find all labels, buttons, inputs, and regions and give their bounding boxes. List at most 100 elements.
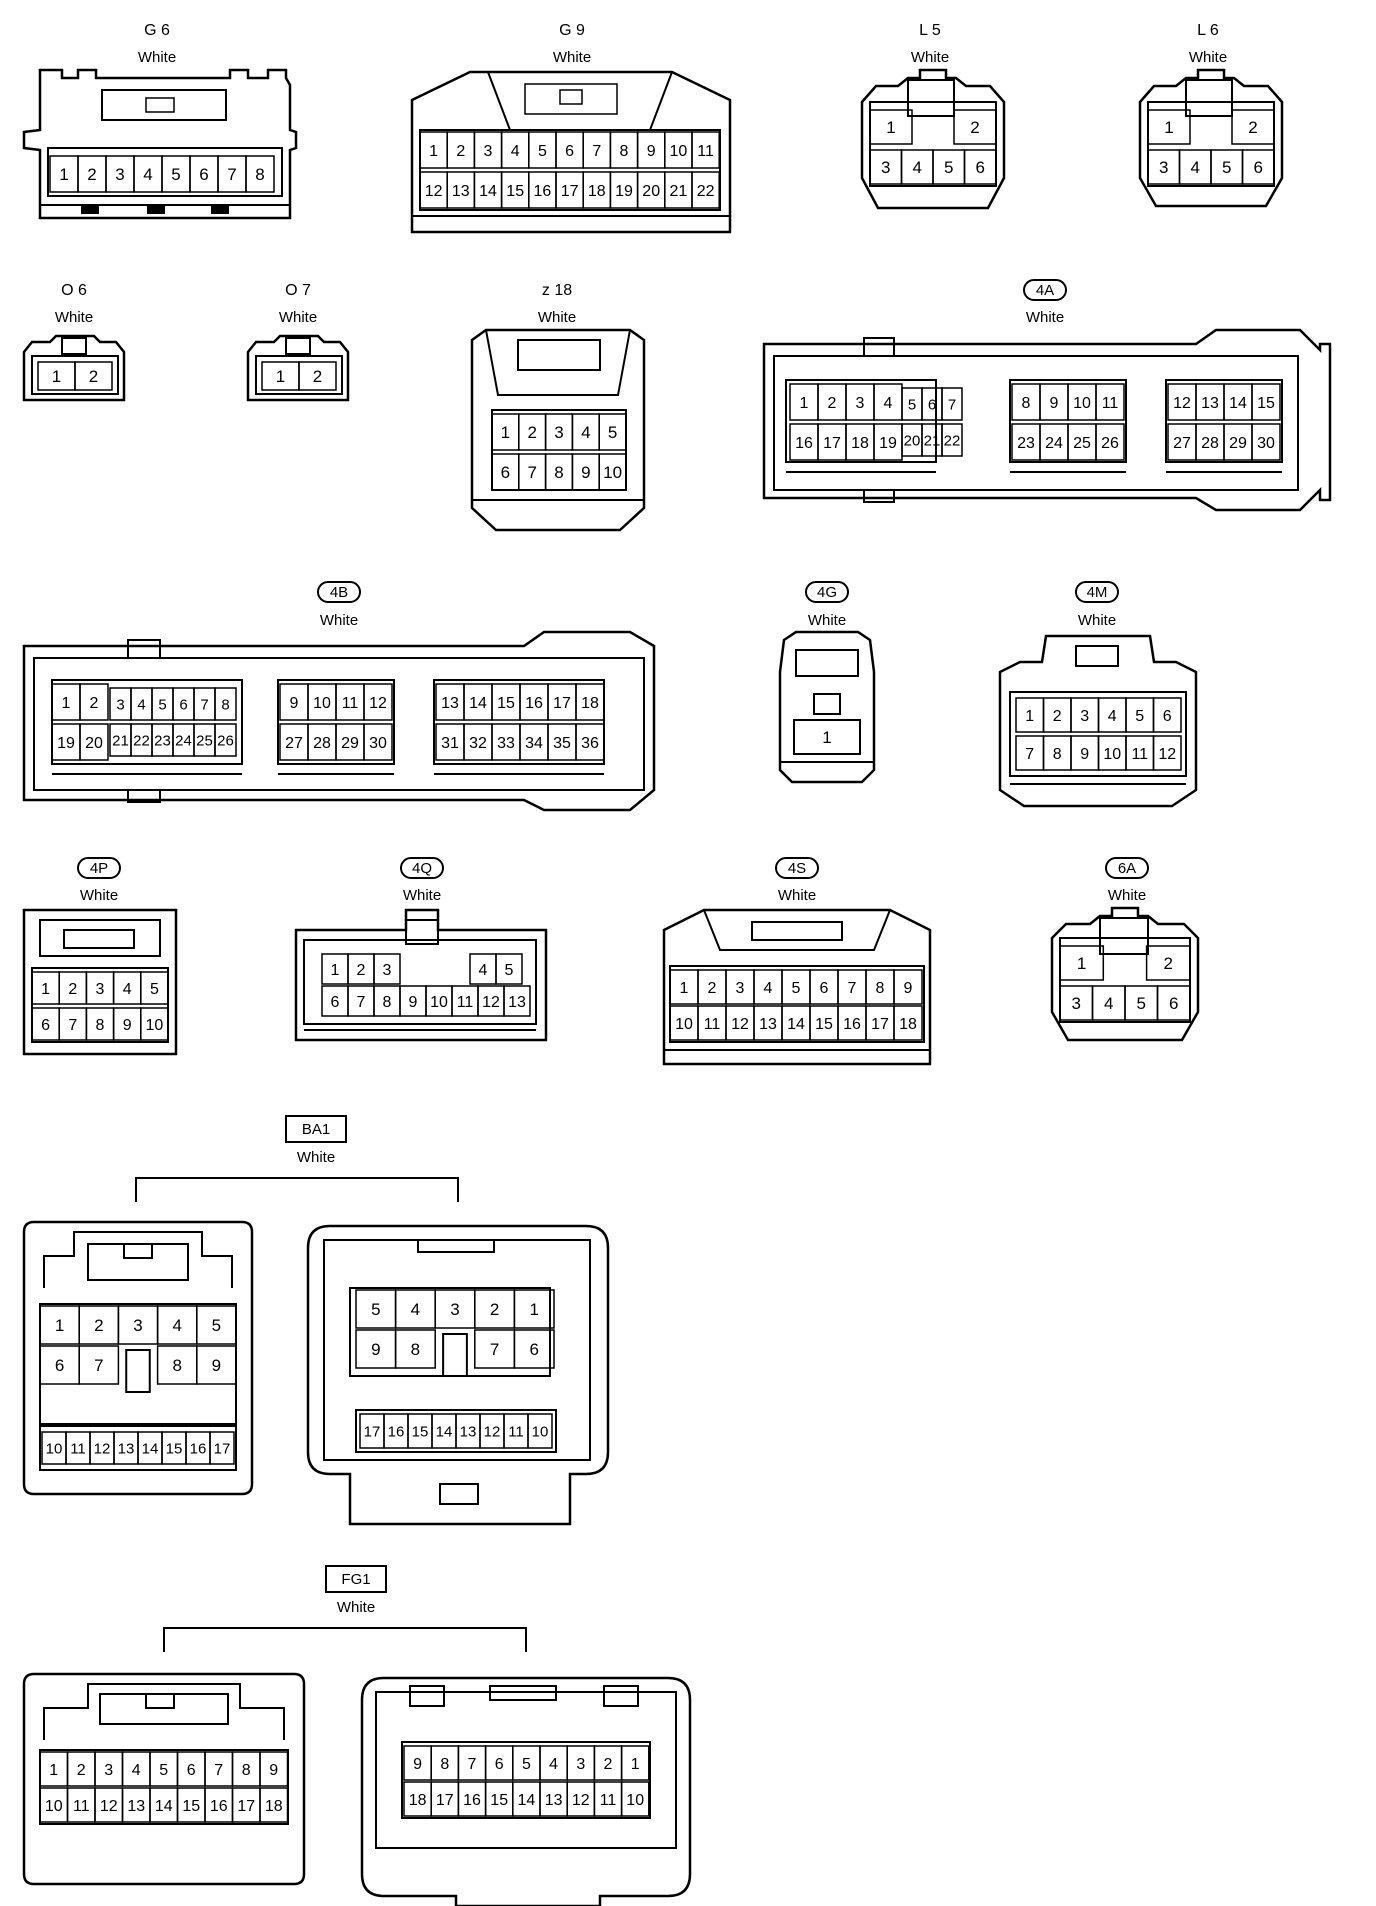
- pin-number: 13: [118, 1440, 135, 1457]
- pin-number: 7: [490, 1340, 499, 1359]
- pin-number: 24: [1045, 435, 1063, 452]
- pin-cell: [953, 109, 997, 145]
- pin-number: 1: [1077, 954, 1086, 973]
- pin-number: 21: [112, 732, 129, 749]
- pin-number: 9: [371, 1340, 380, 1359]
- pin-number: 15: [166, 1440, 183, 1457]
- connector-ba1-code: BA1: [302, 1121, 330, 1138]
- pin-number: 11: [73, 1798, 90, 1815]
- connector-fg1-bracket: [163, 1627, 527, 1652]
- pin-number: 30: [1257, 435, 1275, 452]
- pin-cell: [620, 1781, 650, 1817]
- pin-number: 2: [77, 1762, 86, 1779]
- pin-number: 1: [59, 165, 68, 184]
- pin-number: 1: [501, 423, 510, 442]
- connector-z18-color: White: [538, 309, 576, 326]
- pin-cell: [298, 361, 337, 391]
- pin-cell: [1095, 423, 1125, 461]
- pin-cell: [527, 1413, 553, 1449]
- pin-number: 17: [553, 695, 571, 712]
- pin-cell: [78, 1345, 120, 1385]
- connector-4g-code-badge: [805, 581, 849, 603]
- pin-number: 6: [976, 158, 985, 177]
- pin-number: 4: [1104, 994, 1113, 1013]
- pin-number: 4: [411, 1300, 420, 1319]
- connector-4b-code-badge: [317, 581, 361, 603]
- pin-number: 26: [1101, 435, 1119, 452]
- pin-number: 5: [159, 1762, 168, 1779]
- pin-number: 3: [96, 981, 105, 998]
- pin-number: 36: [581, 735, 599, 752]
- pin-number: 17: [364, 1423, 381, 1440]
- pin-cell: [963, 149, 997, 185]
- connector-l5-color: White: [911, 49, 949, 66]
- pin-number: 3: [736, 980, 745, 997]
- pin-cell: [598, 413, 627, 451]
- pin-number: 10: [46, 1440, 63, 1457]
- pin-number: 9: [409, 994, 418, 1011]
- pin-number: 1: [52, 367, 61, 386]
- pin-number: 7: [1025, 746, 1034, 763]
- pin-number: 29: [1229, 435, 1247, 452]
- pin-number: 33: [497, 735, 515, 752]
- pin-cell: [575, 723, 605, 761]
- pin-cell: [1241, 149, 1275, 185]
- pin-number: 2: [89, 367, 98, 386]
- pin-number: 7: [227, 165, 236, 184]
- pin-number: 8: [554, 463, 563, 482]
- connector-4g-housing: [778, 630, 876, 784]
- pin-number: 9: [290, 695, 299, 712]
- pin-number: 19: [615, 183, 633, 200]
- connector-4b-code: 4B: [330, 584, 348, 601]
- connector-g9-housing: [410, 70, 732, 234]
- pin-number: 3: [133, 1316, 142, 1335]
- connector-4s-color: White: [778, 887, 816, 904]
- pin-number: 1: [631, 1756, 640, 1773]
- pin-number: 1: [331, 962, 340, 979]
- pin-number: 16: [534, 183, 552, 200]
- connector-4a-housing: [762, 328, 1332, 512]
- connector-g6-color: White: [138, 49, 176, 66]
- pin-number: 2: [90, 695, 99, 712]
- pin-number: 3: [1080, 708, 1089, 725]
- pin-cell: [1145, 945, 1191, 981]
- pin-number: 8: [242, 1762, 251, 1779]
- pin-number: 3: [856, 395, 865, 412]
- pin-number: 29: [341, 735, 359, 752]
- pin-number: 1: [800, 395, 809, 412]
- pin-cell: [941, 387, 963, 421]
- pin-number: 21: [924, 432, 941, 449]
- connector-6a-code: 6A: [1118, 860, 1136, 877]
- pin-number: 1: [886, 118, 895, 137]
- connector-fg1-code: FG1: [341, 1571, 370, 1588]
- pin-cell: [1147, 109, 1191, 145]
- pin-number: 6: [820, 980, 829, 997]
- pin-number: 8: [221, 696, 229, 713]
- pin-number: 35: [553, 735, 571, 752]
- pin-number: 4: [581, 423, 590, 442]
- pin-cell: [1152, 735, 1182, 771]
- pin-number: 4: [479, 962, 488, 979]
- pin-number: 4: [123, 981, 132, 998]
- pin-number: 2: [357, 962, 366, 979]
- pin-number: 18: [581, 695, 599, 712]
- pin-number: 5: [792, 980, 801, 997]
- pin-number: 8: [1053, 746, 1062, 763]
- pin-number: 4: [143, 165, 152, 184]
- pin-number: 9: [123, 1017, 132, 1034]
- pin-number: 12: [731, 1016, 749, 1033]
- connector-fg1-color: White: [337, 1599, 375, 1616]
